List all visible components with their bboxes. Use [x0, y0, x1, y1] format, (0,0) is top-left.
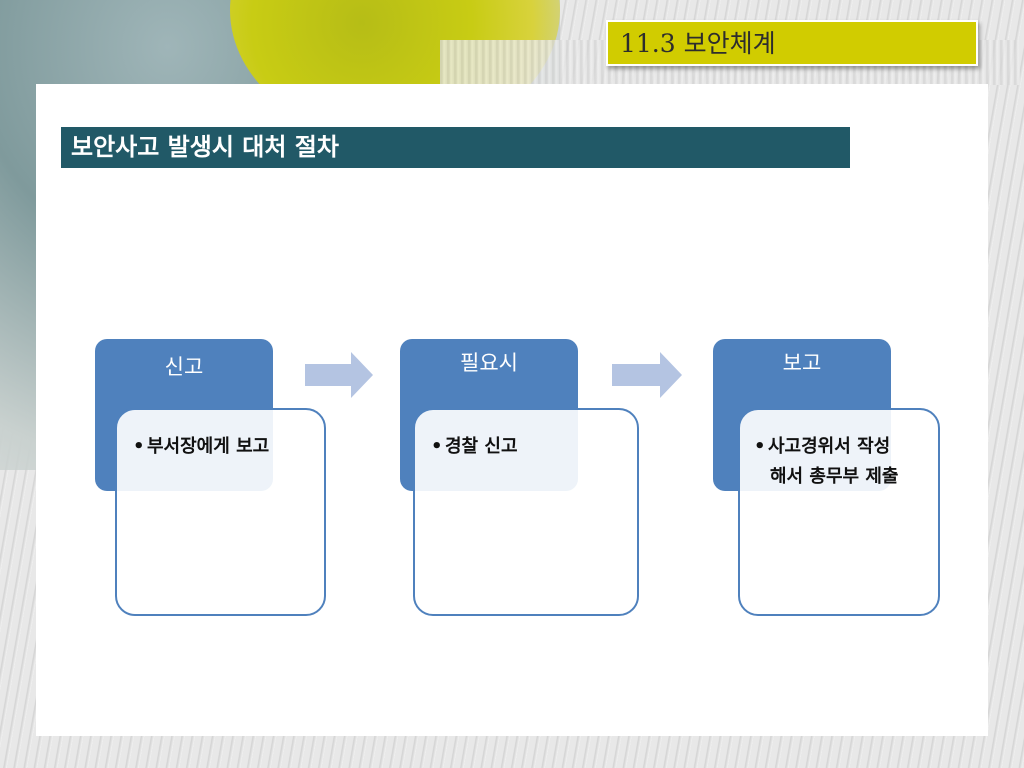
step-3-body: • 사고경위서 작성 해서 총무부 제출	[738, 408, 940, 616]
step-3-bullet-line-2: 해서 총무부 제출	[770, 466, 899, 487]
step-1-bullet: • 부서장에게 보고	[133, 432, 310, 462]
arrow-right-icon	[612, 352, 682, 398]
slide-title: 보안사고 발생시 대처 절차	[61, 127, 850, 168]
step-1-bullet-text: 부서장에게 보고	[147, 436, 270, 457]
bullet-dot: •	[431, 436, 443, 457]
section-badge: 11.3 보안체계	[606, 20, 978, 66]
arrow-right-icon	[305, 352, 373, 398]
step-2-bullet-text: 경찰 신고	[445, 436, 518, 457]
step-2-body: • 경찰 신고	[413, 408, 639, 616]
step-3-bullet-line-1: 사고경위서 작성	[768, 436, 891, 457]
step-3-bullet: • 사고경위서 작성	[754, 432, 924, 462]
step-2-header-label: 필요시	[460, 351, 518, 375]
bullet-dot: •	[133, 436, 145, 457]
step-1-body: • 부서장에게 보고	[115, 408, 326, 616]
step-2-bullet: • 경찰 신고	[431, 432, 623, 462]
step-1-header-label: 신고	[164, 355, 204, 379]
bullet-dot: •	[754, 436, 766, 457]
step-3-header-label: 보고	[782, 351, 822, 375]
